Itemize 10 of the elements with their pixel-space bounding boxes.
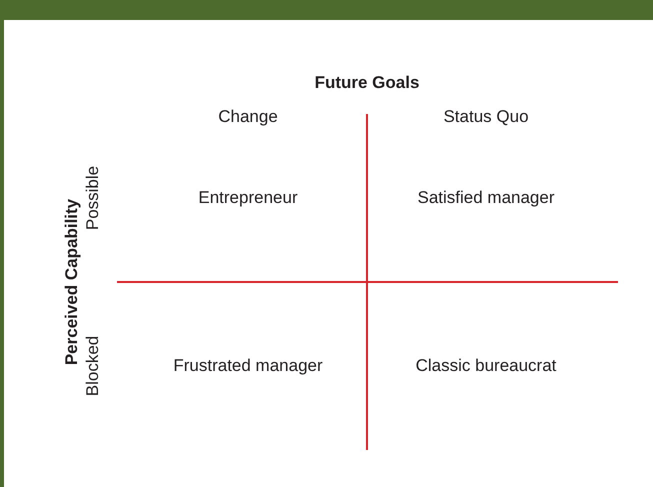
row-heading: Blocked [83,336,103,396]
column-heading: Status Quo [443,107,529,127]
quadrant-label: Frustrated manager [173,356,323,376]
quadrant-label: Classic bureaucrat [416,356,556,376]
quadrant-label: Satisfied manager [417,188,555,208]
row-heading: Possible [83,166,103,230]
axis-title: Future Goals [314,73,420,93]
quadrant-label: Entrepreneur [198,188,298,208]
column-heading: Change [218,107,278,127]
axis-title: Perceived Capability [62,198,82,366]
